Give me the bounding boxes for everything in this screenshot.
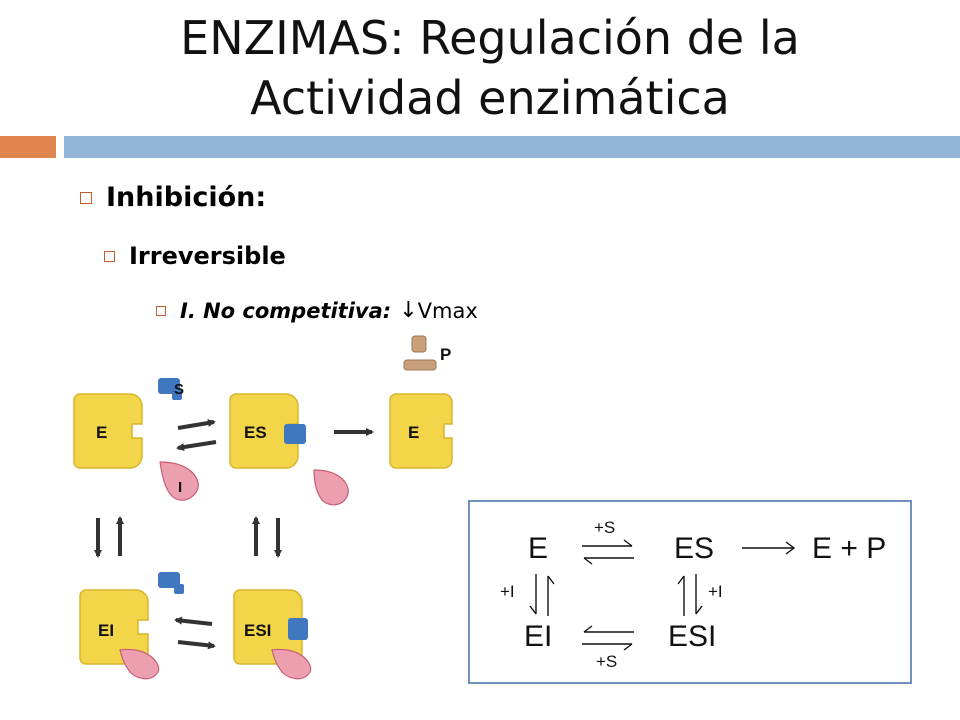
scheme-EI: EI <box>524 620 553 653</box>
bullet-text-vmax: Vmax <box>417 298 478 323</box>
scheme-plus-s-bottom: +S <box>596 652 618 671</box>
vertical-reversible-left-icon <box>529 574 555 616</box>
label-E-free: E <box>408 423 419 442</box>
inhibitor-I-shape <box>159 461 199 501</box>
bullet-square-icon <box>104 250 115 262</box>
enzyme-E-free-shape <box>389 393 453 469</box>
label-ESI: ESI <box>244 621 271 640</box>
bullet-text-inhibicion: Inhibición: <box>106 182 267 213</box>
title-accent-bar <box>0 136 56 158</box>
label-ES: ES <box>244 423 267 442</box>
title-underline-bar <box>64 136 960 158</box>
label-I: I <box>178 479 182 496</box>
down-arrow-icon: ↓ <box>399 298 418 323</box>
bullet-square-icon <box>80 191 92 204</box>
title-line-2: Actividad enzimática <box>250 71 730 125</box>
scheme-plus-s-top: +S <box>594 518 616 537</box>
enzyme-E-shape <box>73 393 143 469</box>
scheme-ES: ES <box>674 532 715 565</box>
inhibitor-near-ES <box>313 469 349 506</box>
forward-arrow-icon <box>742 541 796 555</box>
scheme-E: E <box>528 532 549 565</box>
label-E: E <box>96 423 107 442</box>
scheme-ESI: ESI <box>668 620 717 653</box>
product-piece-1 <box>411 335 427 353</box>
title-line-1: ENZIMAS: Regulación de la <box>180 11 800 65</box>
vertical-reversible-right-icon <box>677 574 703 616</box>
bullet-level-2: Irreversible <box>104 242 286 270</box>
scheme-plus-i-right: +I <box>708 582 723 601</box>
substrate-bound-ES <box>284 424 306 444</box>
bullet-text-irreversible: Irreversible <box>129 242 286 270</box>
scheme-product: E + P <box>812 532 887 565</box>
inhibitor-bound-ESI <box>271 648 312 680</box>
reversible-arrows-icon <box>582 539 634 565</box>
bullet-level-3: I. No competitiva: ↓ Vmax <box>156 298 478 323</box>
product-piece-2 <box>403 359 437 371</box>
substrate-above-EI <box>158 572 180 588</box>
reaction-scheme-box: E +S ES E + P +I +I EI +S ESI <box>468 500 912 684</box>
bullet-text-no-competitiva: I. No competitiva: <box>180 298 392 323</box>
enzyme-inhibition-diagram: E S I ES E P EI ESI <box>73 335 453 680</box>
reversible-arrows-bottom-icon <box>582 625 634 651</box>
substrate-bound-ESI <box>288 618 308 640</box>
scheme-plus-i-left: +I <box>500 582 515 601</box>
enzyme-ES-shape <box>229 393 299 469</box>
bullet-level-1: Inhibición: <box>80 182 266 213</box>
label-P: P <box>440 345 451 364</box>
label-S: S <box>174 381 184 398</box>
bullet-square-icon <box>156 305 166 316</box>
slide-title: ENZIMAS: Regulación de la Actividad enzi… <box>60 8 920 128</box>
label-EI: EI <box>98 621 114 640</box>
inhibitor-bound-EI <box>119 648 160 680</box>
